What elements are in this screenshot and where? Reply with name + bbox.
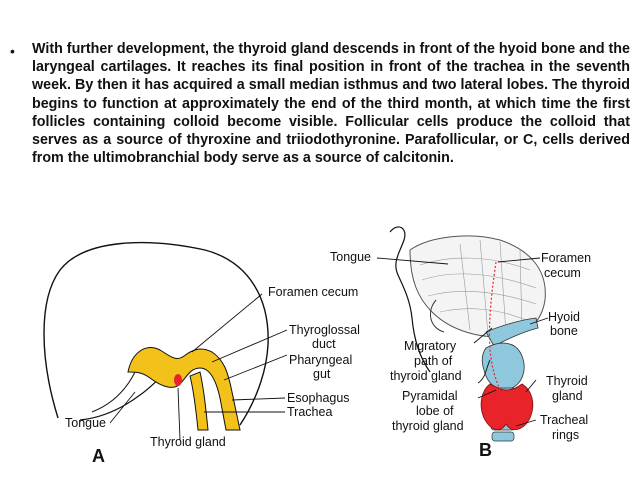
label-a-foramen-cecum: Foramen cecum bbox=[268, 285, 358, 299]
label-a-thyroid-gland: Thyroid gland bbox=[150, 435, 226, 449]
bullet-paragraph: • With further development, the thyroid … bbox=[10, 40, 630, 167]
label-b-rings: rings bbox=[552, 428, 579, 442]
label-b-thyroid-gland-1: thyroid gland bbox=[390, 369, 462, 383]
larynx-b bbox=[481, 342, 525, 390]
bullet-text: With further development, the thyroid gl… bbox=[32, 41, 630, 167]
label-a-trachea: Trachea bbox=[287, 405, 332, 419]
figure-a: Foramen cecum Thyroglossal duct Pharynge… bbox=[43, 241, 360, 466]
label-b-tracheal: Tracheal bbox=[540, 413, 588, 427]
label-a-esophagus: Esophagus bbox=[287, 391, 350, 405]
label-b-bone: bone bbox=[550, 324, 578, 338]
label-a-thyroglossal: Thyroglossal bbox=[289, 323, 360, 337]
head-profile-b bbox=[389, 226, 431, 373]
label-a-tongue: Tongue bbox=[65, 416, 106, 430]
trachea-branch bbox=[189, 371, 209, 431]
thyroid-gland-a bbox=[174, 374, 182, 386]
label-b-thyroid: Thyroid bbox=[546, 374, 588, 388]
label-b-thyroid-gland-2: thyroid gland bbox=[392, 419, 464, 433]
label-a-gut: gut bbox=[313, 367, 331, 381]
label-b-migratory: Migratory bbox=[404, 339, 457, 353]
label-a-duct: duct bbox=[312, 337, 336, 351]
label-b-pyramidal: Pyramidal bbox=[402, 389, 458, 403]
head-lower-outline bbox=[79, 377, 161, 421]
panel-a-letter: A bbox=[92, 446, 105, 466]
label-b-tongue: Tongue bbox=[330, 250, 371, 264]
migratory-path-b bbox=[488, 261, 501, 391]
label-b-gland: gland bbox=[552, 389, 583, 403]
head-outline bbox=[43, 241, 269, 426]
hyoid-bone-b bbox=[485, 317, 539, 347]
oral-curve bbox=[429, 299, 445, 333]
figure-b: Tongue Foramen cecum Hyoid bone Migrator… bbox=[330, 226, 591, 460]
bullet-marker: • bbox=[10, 43, 15, 59]
label-b-path-of: path of bbox=[414, 354, 453, 368]
panel-b-letter: B bbox=[479, 440, 492, 460]
label-b-cecum: cecum bbox=[544, 266, 581, 280]
label-b-lobe-of: lobe of bbox=[416, 404, 454, 418]
label-b-hyoid: Hyoid bbox=[548, 310, 580, 324]
thyroid-gland-b bbox=[480, 383, 534, 431]
pharyngeal-gut bbox=[127, 347, 241, 431]
tongue-fold bbox=[91, 371, 136, 413]
label-b-foramen: Foramen bbox=[541, 251, 591, 265]
tongue-hatching bbox=[419, 239, 537, 335]
label-a-pharyngeal: Pharyngeal bbox=[289, 353, 352, 367]
